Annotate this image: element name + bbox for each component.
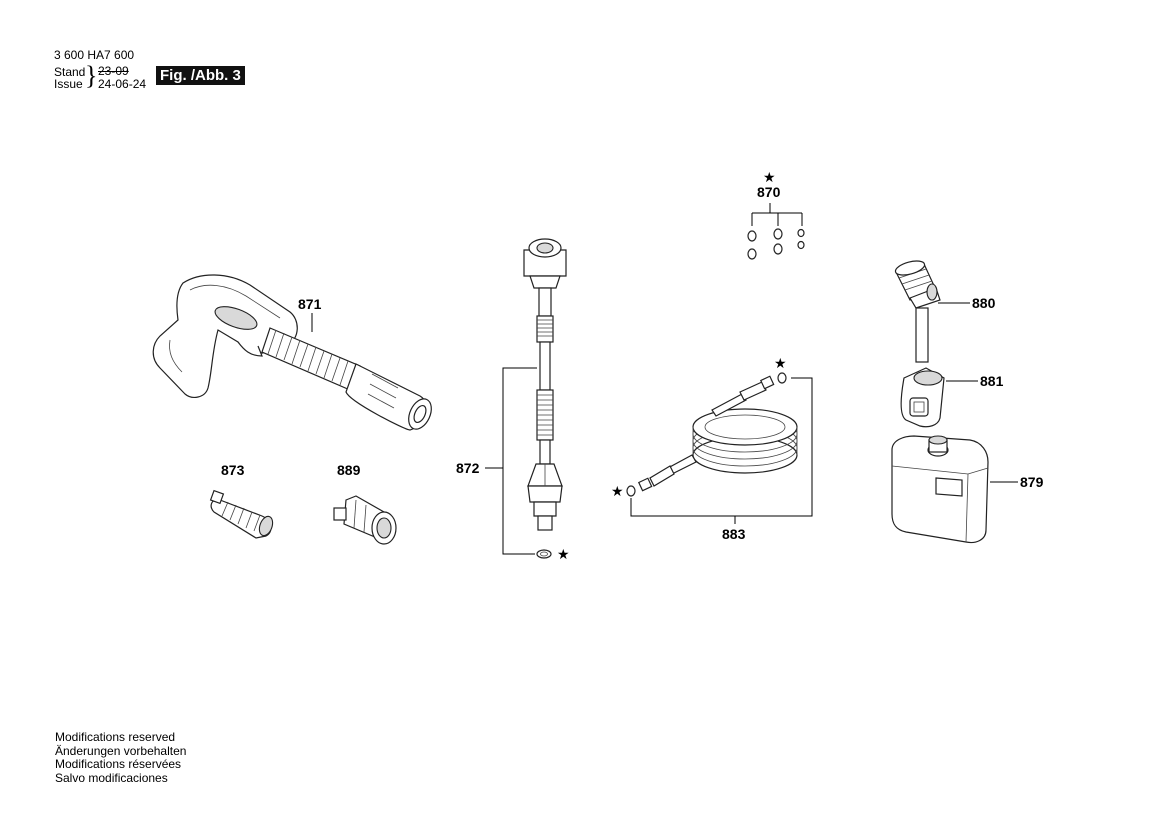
issue-date: 24-06-24 xyxy=(98,77,147,91)
coupling-drawing xyxy=(333,495,397,545)
part-number-871: 871 xyxy=(298,296,322,312)
star-marker-870: ★ xyxy=(763,170,776,186)
part-number-880: 880 xyxy=(972,295,996,311)
part-number-872: 872 xyxy=(456,460,480,476)
valve-insert-drawing xyxy=(209,489,274,539)
part-number-873: 873 xyxy=(221,462,245,478)
star-marker-hose-lower: ★ xyxy=(611,484,624,500)
part-number-879: 879 xyxy=(1020,474,1044,490)
part-number-870: 870 xyxy=(757,184,781,200)
star-marker-hose-upper: ★ xyxy=(774,356,787,372)
lance-drawing xyxy=(523,238,567,531)
hose-o-ring-upper xyxy=(777,372,787,384)
note-german: Änderungen vorbehalten xyxy=(55,743,187,758)
detergent-bottle-drawing xyxy=(891,435,989,544)
note-spanish: Salvo modificaciones xyxy=(55,770,168,785)
modification-notes: Modifications reserved Änderungen vorbeh… xyxy=(55,730,187,785)
bottle-cap-drawing xyxy=(900,367,945,428)
lance-o-ring xyxy=(536,549,552,559)
spray-gun-drawing xyxy=(152,274,432,431)
note-english: Modifications reserved xyxy=(55,730,176,744)
brace-symbol: } xyxy=(85,61,98,90)
part-number-889: 889 xyxy=(337,462,361,478)
o-ring-set-drawing xyxy=(747,228,805,260)
part-number-881: 881 xyxy=(980,373,1004,389)
issue-label: Issue xyxy=(54,77,83,91)
document-number: 3 600 HA7 600 xyxy=(54,48,135,62)
hose-o-ring-lower xyxy=(626,485,636,497)
note-french: Modifications réservées xyxy=(55,757,182,771)
stand-label: Stand xyxy=(54,65,86,79)
part-number-883: 883 xyxy=(722,526,746,542)
suction-hose-drawing xyxy=(894,260,941,363)
stand-date: 23-09 xyxy=(98,64,129,78)
figure-label: Fig. /Abb. 3 xyxy=(156,66,245,85)
hose-drawing xyxy=(637,375,798,492)
star-marker-lance: ★ xyxy=(557,547,570,563)
